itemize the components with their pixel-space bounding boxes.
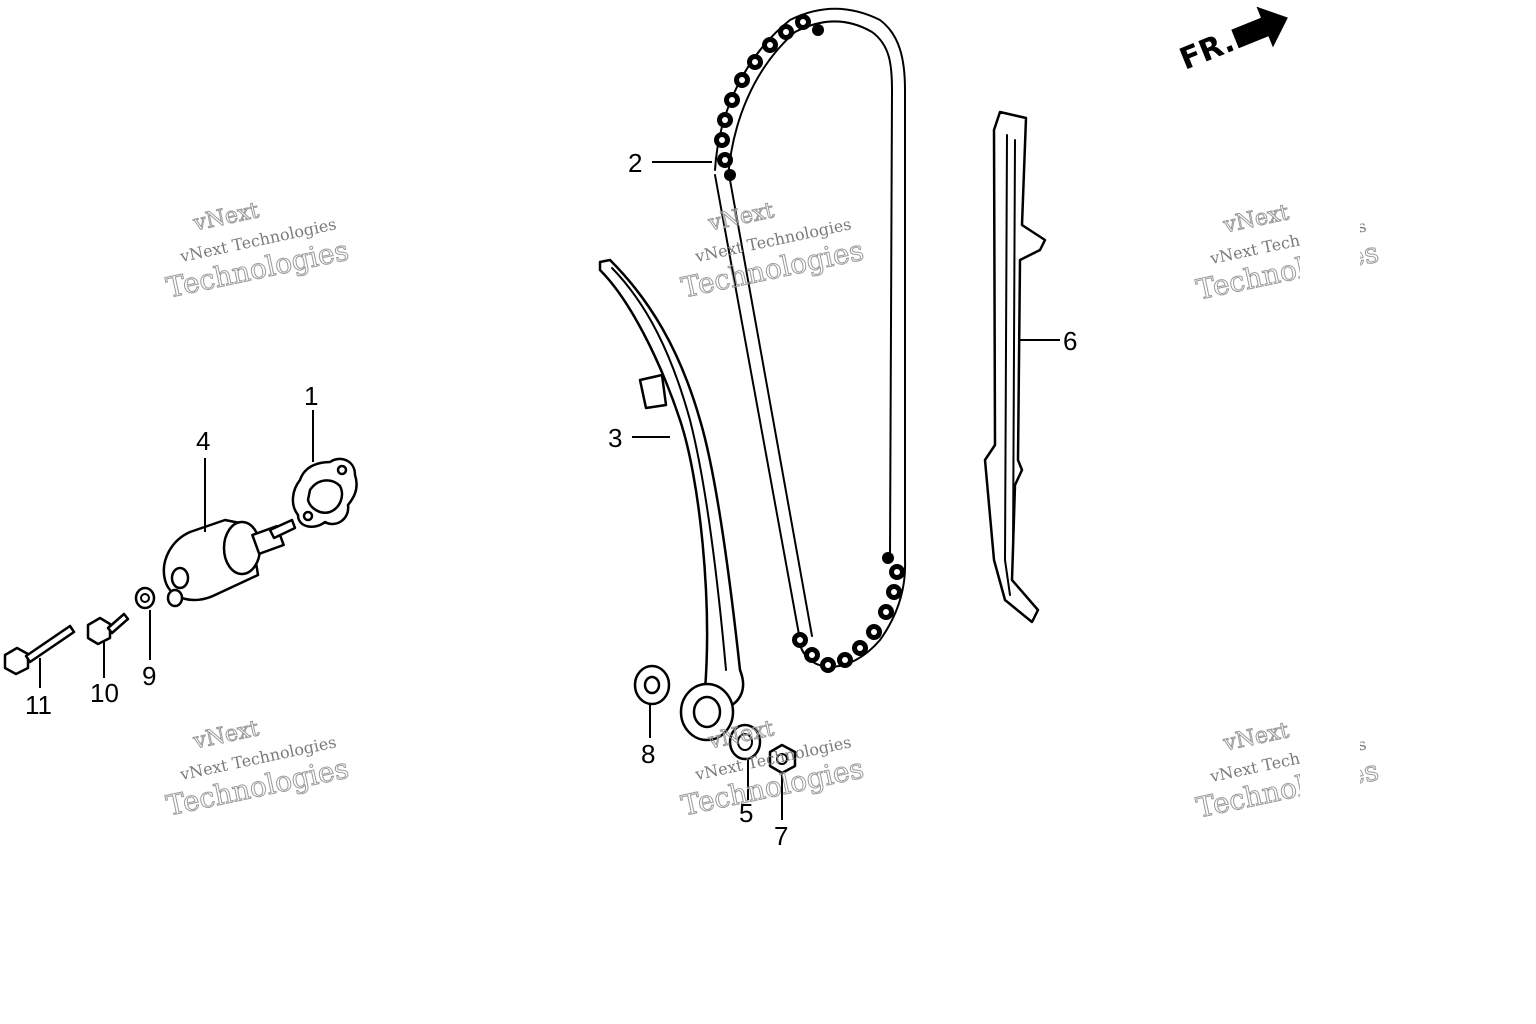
tensioner-arm [598,258,745,742]
gasket [291,457,358,528]
arrow-right-icon [1231,6,1288,49]
callout-6: 6 [1020,326,1077,356]
chain-guide [983,110,1047,624]
callout-3-label: 3 [608,423,622,453]
bolt-long [3,624,76,676]
tensioner-lifter [162,518,297,608]
front-marker: FR. [1175,6,1288,77]
callout-8: 8 [641,705,655,769]
callout-1-label: 1 [304,381,318,411]
callout-10: 10 [90,642,119,708]
watermark: vNext vNext Technologies Technologies [678,198,867,305]
cam-chain [714,7,907,673]
svg-text:vNext: vNext [1220,200,1291,238]
callout-5: 5 [739,760,753,828]
callout-7-label: 7 [774,821,788,851]
washer-9 [134,586,156,610]
callout-2: 2 [628,148,712,178]
watermark-clip [1300,190,1360,300]
callout-9: 9 [142,610,156,691]
watermark: vNext vNext Technologies Technologies [163,198,352,305]
callout-2-label: 2 [628,148,642,178]
callout-4-label: 4 [196,426,210,456]
washer-8 [633,664,671,706]
callout-11-label: 11 [25,690,52,720]
watermark: vNext vNext Technologies Technologies [163,716,352,823]
callout-3: 3 [608,423,670,453]
callout-4: 4 [196,426,210,532]
watermark-clip [1300,710,1360,820]
callout-11: 11 [25,658,52,720]
callout-1: 1 [304,381,318,462]
svg-text:vNext: vNext [705,198,776,236]
bolt-short [86,612,130,646]
callout-7: 7 [774,774,788,851]
callout-5-label: 5 [739,798,753,828]
svg-text:vNext: vNext [1220,718,1291,756]
svg-text:vNext: vNext [190,198,261,236]
collar [728,723,762,761]
svg-text:vNext: vNext [190,716,261,754]
callout-6-label: 6 [1063,326,1077,356]
callout-10-label: 10 [90,678,119,708]
front-marker-label: FR. [1175,24,1240,77]
callout-8-label: 8 [641,739,655,769]
callout-9-label: 9 [142,661,156,691]
nut [768,743,797,775]
